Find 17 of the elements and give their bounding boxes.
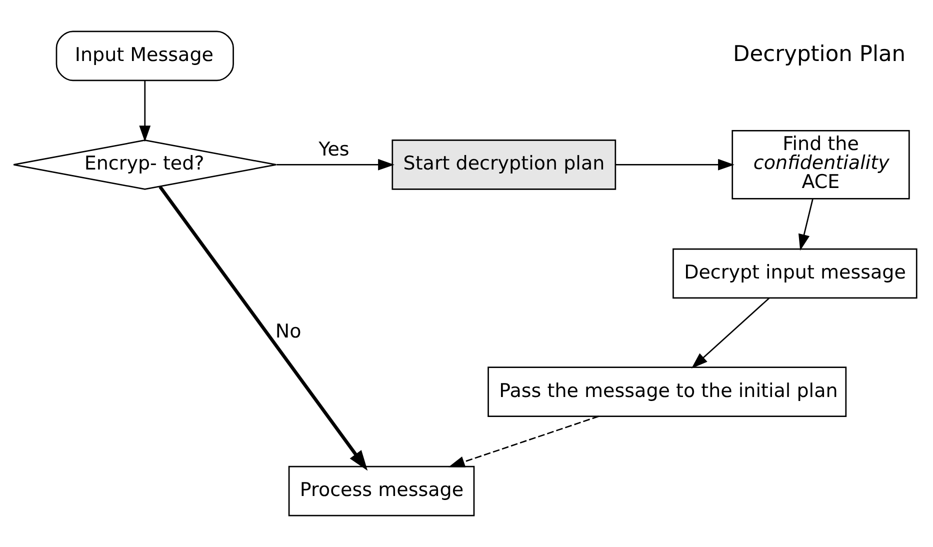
arrow: [798, 198, 814, 251]
node-box: Pass the message to the initial plan: [488, 366, 847, 417]
arrow: [139, 80, 151, 142]
arrow: [616, 159, 734, 170]
node-box: Start decryption plan: [392, 140, 616, 190]
arrow: [276, 159, 394, 170]
node-box: Process message: [288, 466, 475, 516]
edge-label: Yes: [318, 138, 350, 160]
node-box: Input Message: [56, 30, 234, 82]
edge-label: No: [275, 320, 302, 343]
node-diamond: Encryp- ted?: [12, 140, 277, 190]
arrow: [448, 416, 599, 468]
node-box: Find the confidentiality ACE: [732, 130, 910, 200]
label: Decryption Plan: [733, 42, 906, 68]
arrow: [691, 298, 770, 368]
arrow: [158, 186, 368, 471]
node-box: Decrypt input message: [672, 248, 918, 299]
